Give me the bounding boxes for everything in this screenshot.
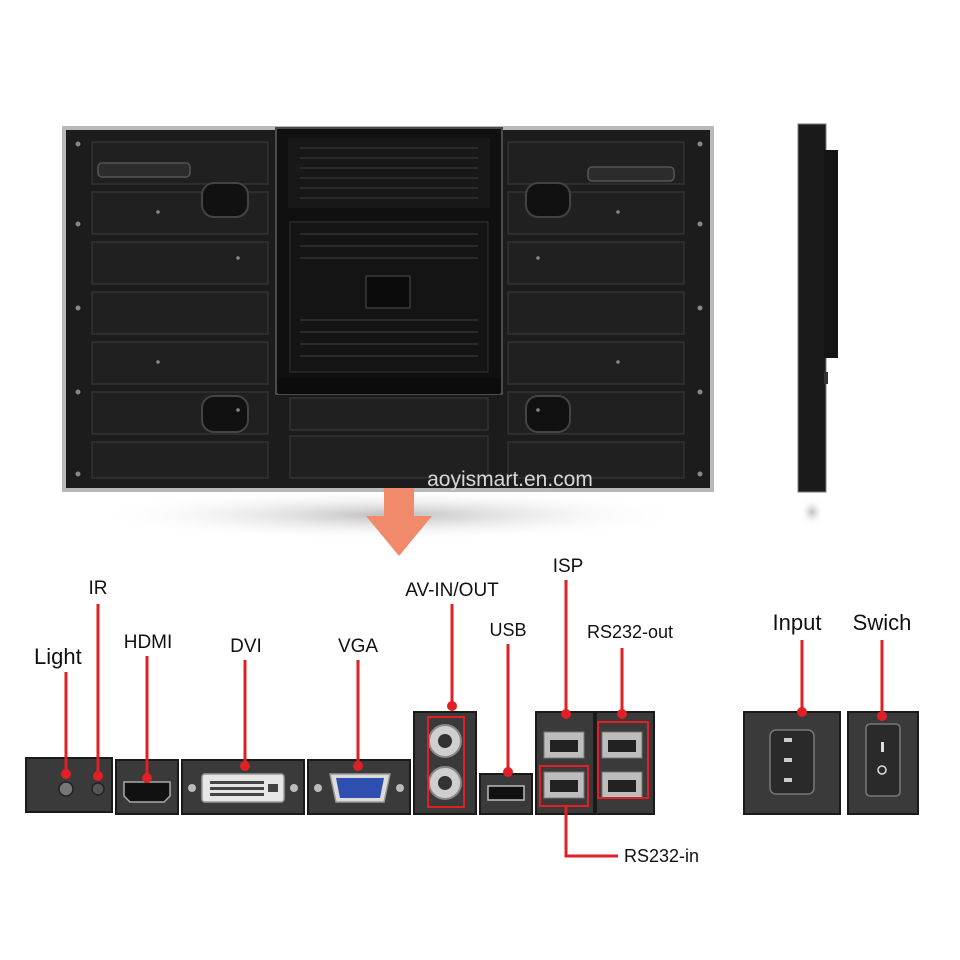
handle-right (587, 166, 675, 182)
left-slats (91, 141, 269, 479)
ir-receiver (91, 782, 105, 796)
control-box (275, 127, 503, 479)
label-input: Input (773, 610, 822, 635)
monitor-side-view (797, 123, 838, 526)
label-swich: Swich (853, 610, 912, 635)
monitor-back-view: aoyismart.en.com (62, 126, 714, 541)
hdmi-port (123, 781, 171, 803)
label-av-in-out: AV-IN/OUT (405, 580, 499, 601)
down-arrow-icon (366, 488, 432, 556)
handle-left (97, 162, 191, 178)
watermark-text: aoyismart.en.com (427, 468, 593, 491)
light-sensor (58, 781, 74, 797)
side-box (824, 150, 838, 358)
label-ir: IR (89, 578, 108, 599)
usb-port (487, 785, 525, 801)
label-usb: USB (489, 620, 526, 640)
labels: Light IR HDMI DVI VGA AV-IN/OUT USB ISP … (34, 556, 911, 866)
label-dvi: DVI (230, 636, 262, 657)
label-isp: ISP (553, 556, 584, 577)
callouts (61, 580, 887, 858)
screws (75, 141, 703, 477)
label-hdmi: HDMI (124, 632, 173, 653)
power-switch (865, 723, 901, 797)
vent-grille (300, 147, 478, 357)
label-vga: VGA (338, 636, 378, 657)
label-rs232-in: RS232-in (624, 846, 699, 866)
mount-knobs (201, 182, 571, 433)
side-bezel (797, 123, 827, 493)
port-panels (25, 711, 919, 815)
label-rs232-out: RS232-out (587, 622, 673, 642)
label-light: Light (34, 644, 82, 669)
rj45-panel (535, 711, 595, 815)
